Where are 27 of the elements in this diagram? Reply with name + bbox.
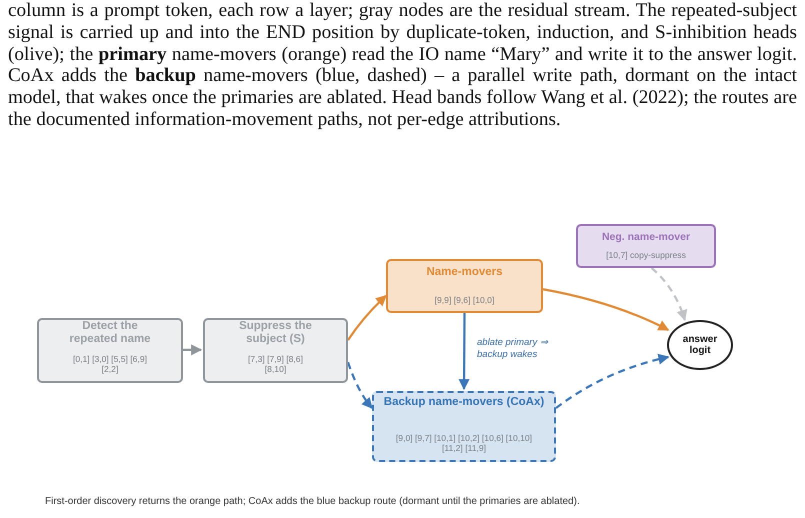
arrow [458,313,470,390]
arrow [650,267,687,322]
head-list: [7,3] [7,9] [8,6] [8,10] [240,354,310,375]
node-title: answer logit [682,334,718,356]
arrow [347,294,387,341]
head-list: [9,9] [9,6] [10,0] [434,295,494,306]
note: First-order discovery returns the orange path; CoAx adds the blue backup route (dormant until the primaries are ablated). [45,496,580,507]
arrow [183,344,202,356]
process-box [203,318,348,383]
arrow [542,288,670,331]
node-title: Neg. name-mover [602,231,690,244]
process-box [37,318,183,383]
node-title: Detect the repeated name [68,320,152,346]
arrow [555,354,670,409]
figure-caption: column is a prompt token, each row a layer; gray nodes are the residual stream. The repeated-subject signal is carried up and into the END position by duplicate-token, induction, and S-inhibition heads (olive); the primary name-movers (orange) read the IO name “Mary” and write it to the answer logit. CoAx adds the backup name-movers (blue, dashed) – a parallel write path, dormant on the intact model, that wakes once the primaries are ablated. Head bands follow Wang et al. (2022); the routes are the documented information-movement paths, not per-edge attributions. [8,0,797,131]
node-title: Suppress the subject (S) [238,320,313,346]
process-box [386,259,543,313]
process-box [372,391,556,462]
node-title: Name-movers [426,266,503,280]
edge-label: ablate primary ⇒ backup wakes [477,337,550,362]
head-list: [10,7] copy-suppress [606,250,686,261]
arrow [346,362,373,409]
head-list: [0,1] [3,0] [5,5] [6,9] [2,2] [65,354,155,375]
output-ellipse [667,320,733,370]
head-list: [9,0] [9,7] [10,1] [10,2] [10,6] [10,10] [11,2] [11,9] [388,432,540,454]
process-box [576,224,716,268]
node-title: Backup name-movers (CoAx) [384,396,544,410]
